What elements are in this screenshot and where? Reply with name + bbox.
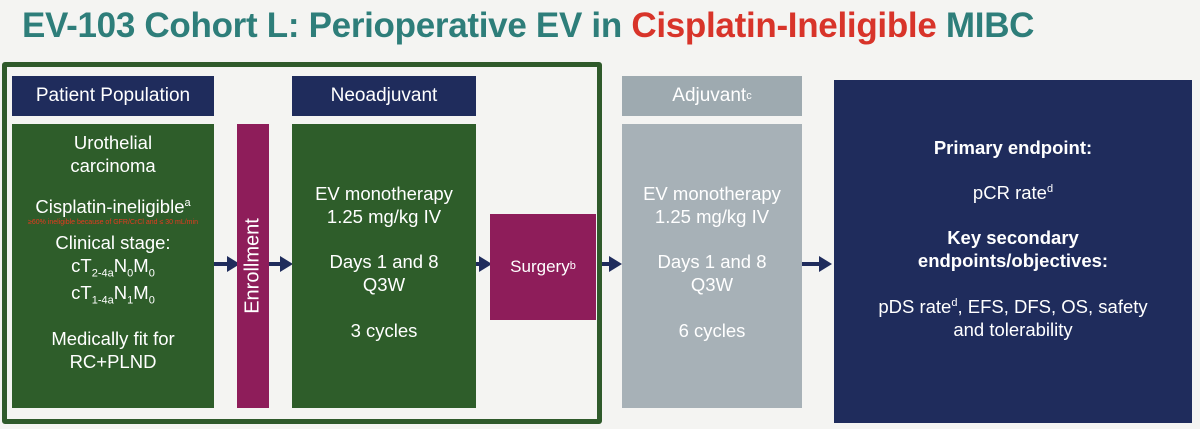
neoadjuvant-phase-outline [2,62,602,424]
stage-line-2: cT1-4aN1M0 [71,282,155,308]
title-part1: EV-103 Cohort L: Perioperative EV in [22,6,632,45]
arrow-to-endpoints [802,256,832,272]
enrollment-bar: Enrollment [237,124,269,408]
primary-endpoint-value: pCR rated [972,182,1054,204]
arrow-to-adjuvant [602,256,622,272]
adjuvant-box: EV monotherapy 1.25 mg/kg IV Days 1 and … [622,124,802,408]
stage-line-1: cT2-4aN0M0 [71,254,155,280]
arrow-to-enrollment [214,256,240,272]
primary-endpoint-label: Primary endpoint: [933,137,1093,158]
slide-title: EV-103 Cohort L: Perioperative EV in Cis… [22,6,1034,46]
secondary-endpoints-value: pDS rated, EFS, DFS, OS, safety [878,295,1148,317]
header-neoadjuvant: Neoadjuvant [292,76,476,116]
arrow-to-neoadjuvant [269,256,293,272]
header-patient-population: Patient Population [12,76,214,116]
cisplatin-note: ≥60% ineligible because of GFR/CrCl and … [28,219,198,227]
neoadjuvant-box: EV monotherapy 1.25 mg/kg IV Days 1 and … [292,124,476,408]
title-part2: MIBC [936,6,1035,45]
cisplatin-ineligible-label: Cisplatin-ineligiblea [35,196,191,218]
arrow-to-surgery [476,256,492,272]
endpoints-box: Primary endpoint: pCR rated Key secondar… [834,80,1192,423]
patient-population-box: Urothelial carcinoma Cisplatin-ineligibl… [12,124,214,408]
title-highlight: Cisplatin-Ineligible [631,6,937,45]
